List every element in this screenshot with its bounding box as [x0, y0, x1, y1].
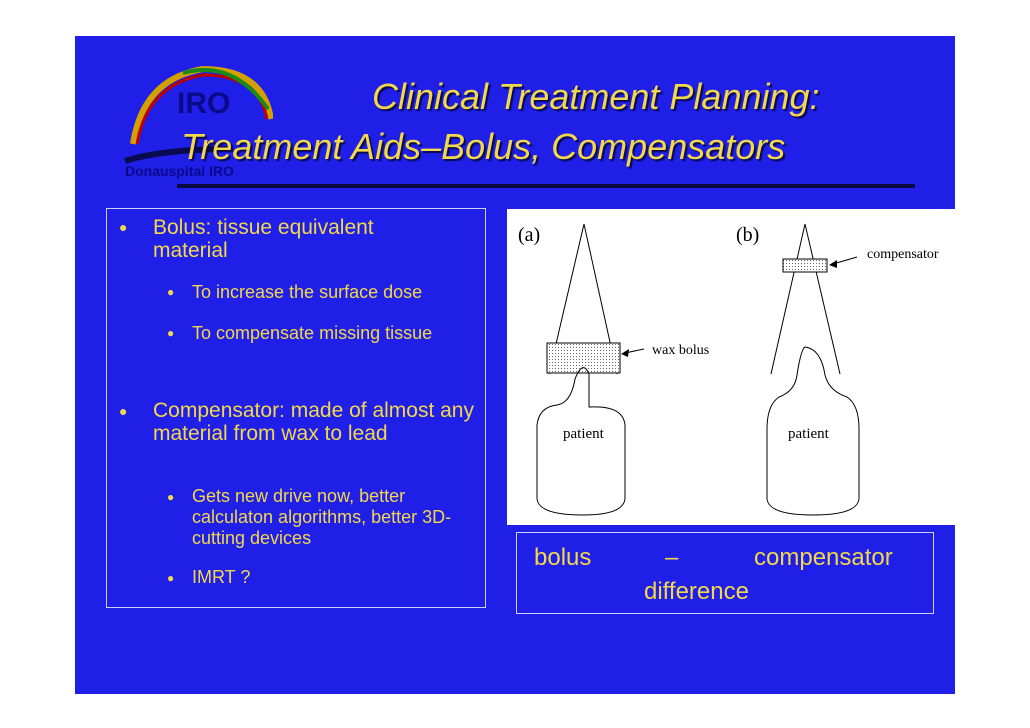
bullet-2: Compensator: made of almost any material…	[153, 399, 474, 445]
slide-title-line2: Treatment Aids–Bolus, Compensators	[181, 126, 786, 167]
bullet-text-box	[106, 208, 486, 608]
title-divider	[177, 184, 915, 188]
bullet-dot-icon: ●	[119, 403, 128, 419]
sub-bullet-2-2: IMRT ?	[192, 567, 251, 587]
compensator-label: compensator	[867, 247, 939, 262]
panel-b-diagram	[766, 223, 860, 516]
bullet-dot-icon: ●	[119, 219, 128, 235]
wax-bolus-block	[546, 342, 621, 374]
wax-bolus-label: wax bolus	[652, 343, 710, 358]
caption-word-compensator: compensator	[754, 544, 893, 571]
slide: IRO Donauspital IRO Clinical Treatment P…	[75, 36, 955, 694]
bullet-1: Bolus: tissue equivalent material	[153, 216, 374, 262]
sub-bullet-2-1: Gets new drive now, better calculaton al…	[192, 486, 452, 548]
sub-bullet-dot-icon: ●	[167, 326, 175, 340]
patient-a-outline	[536, 367, 626, 516]
iro-logo: IRO Donauspital IRO	[123, 49, 273, 179]
compensator-block	[782, 258, 828, 273]
bolus-compensator-figure: (a) (b) wax bolus compensator patient pa…	[507, 209, 955, 525]
panel-b-label: (b)	[736, 224, 760, 246]
sub-bullet-dot-icon: ●	[167, 285, 175, 299]
patient-b-outline	[766, 346, 860, 516]
slide-title-line1: Clinical Treatment Planning:	[372, 76, 820, 117]
sub-bullet-1-1: To increase the surface dose	[192, 282, 423, 302]
caption-dash: –	[665, 544, 679, 571]
panel-a-label: (a)	[518, 224, 541, 246]
patient-a-label: patient	[563, 426, 604, 442]
beam-diagram	[536, 223, 860, 516]
caption-word-difference: difference	[644, 578, 749, 605]
logo-subtext: Donauspital IRO	[125, 163, 234, 179]
panel-a-diagram	[536, 223, 645, 516]
caption-box	[516, 532, 934, 614]
logo-text: IRO	[177, 87, 231, 120]
sub-bullet-1-2: To compensate missing tissue	[192, 323, 433, 343]
sub-bullet-dot-icon: ●	[167, 490, 175, 504]
caption-word-bolus: bolus	[534, 544, 592, 571]
patient-b-label: patient	[788, 426, 829, 442]
logo-arc-icon	[124, 65, 273, 164]
sub-bullet-dot-icon: ●	[167, 571, 175, 585]
